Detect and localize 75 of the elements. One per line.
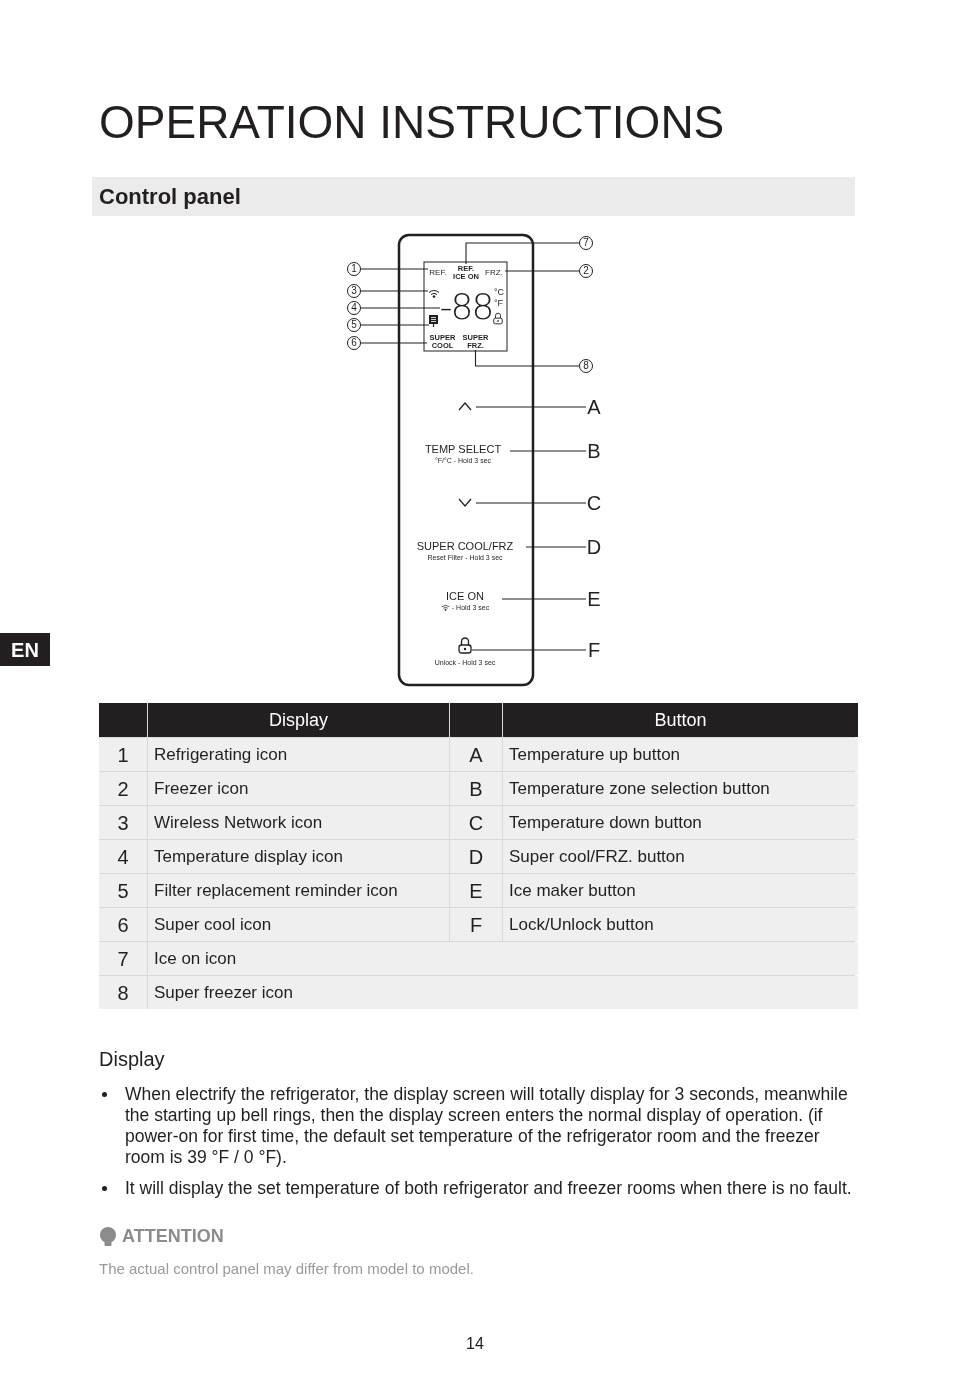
- callout-letter: B: [586, 441, 602, 461]
- callout-number: 8: [579, 359, 593, 373]
- display-label: °C: [494, 287, 505, 297]
- button-letter: E: [450, 874, 502, 907]
- callout-letter: D: [586, 537, 602, 557]
- item-description: Wireless Network icon: [148, 806, 449, 839]
- button-label: TEMP SELECT: [424, 443, 502, 456]
- item-description: Temperature up button: [503, 738, 858, 771]
- leader-line: [360, 307, 441, 309]
- row-number: 2: [99, 772, 147, 805]
- callout-number: 6: [347, 336, 361, 350]
- display-label: REF.: [428, 267, 448, 279]
- callout-number: 3: [347, 284, 361, 298]
- leader-line: [525, 546, 587, 548]
- leader-line: [360, 290, 429, 292]
- leader-line: [360, 324, 430, 326]
- item-description: Temperature display icon: [148, 840, 449, 873]
- row-number: 1: [99, 738, 147, 771]
- attention-heading: ATTENTION: [122, 1225, 224, 1248]
- display-label: FRZ.: [483, 267, 505, 279]
- button-letter: F: [450, 908, 502, 941]
- table-header-cell: Button: [503, 703, 858, 737]
- item-description: Refrigerating icon: [148, 738, 449, 771]
- note-text: The actual control panel may differ from model to model.: [99, 1259, 475, 1279]
- callout-number: 1: [347, 262, 361, 276]
- callout-number: 4: [347, 301, 361, 315]
- temperature-digits: -88: [440, 286, 492, 328]
- leader-line: [475, 406, 587, 408]
- callout-letter: C: [586, 493, 602, 513]
- callout-number: 2: [579, 264, 593, 278]
- bullet-text: It will display the set temperature of both refrigerator and freezer rooms when there is no fault.: [125, 1178, 852, 1199]
- callout-letter: E: [586, 589, 602, 609]
- leader-line: [474, 349, 580, 367]
- language-tab: EN: [0, 633, 50, 666]
- page-title: OPERATION INSTRUCTIONS: [99, 95, 725, 150]
- row-number: 8: [99, 976, 147, 1009]
- row-number: 5: [99, 874, 147, 907]
- table-header-cell: Display: [148, 703, 449, 737]
- row-number: 6: [99, 908, 147, 941]
- item-description: Ice maker button: [503, 874, 858, 907]
- row-number: 3: [99, 806, 147, 839]
- leader-line: [471, 649, 587, 651]
- button-letter: C: [450, 806, 502, 839]
- item-description: Lock/Unlock button: [503, 908, 858, 941]
- leader-line: [360, 268, 429, 270]
- leader-line: [475, 502, 587, 504]
- button-letter: D: [450, 840, 502, 873]
- row-number: 7: [99, 942, 147, 975]
- leader-line: [509, 450, 587, 452]
- page-number: 14: [466, 1334, 484, 1354]
- button-letter: B: [450, 772, 502, 805]
- section-heading: Control panel: [99, 183, 241, 211]
- callout-number: 5: [347, 318, 361, 332]
- leader-line: [504, 270, 580, 272]
- item-description: Super freezer icon: [148, 976, 858, 1009]
- item-description: Super cool/FRZ. button: [503, 840, 858, 873]
- leader-line: [360, 342, 428, 344]
- button-letter: A: [450, 738, 502, 771]
- item-description: Filter replacement reminder icon: [148, 874, 449, 907]
- display-label: °F: [494, 298, 504, 308]
- leader-line: [501, 598, 587, 600]
- callout-letter: A: [586, 397, 602, 417]
- item-description: Temperature down button: [503, 806, 858, 839]
- item-description: Temperature zone selection button: [503, 772, 858, 805]
- item-description: Ice on icon: [148, 942, 858, 975]
- row-number: 4: [99, 840, 147, 873]
- leader-line: [465, 242, 580, 265]
- button-label: SUPER COOL/FRZ: [416, 540, 514, 553]
- item-description: Super cool icon: [148, 908, 449, 941]
- item-description: Freezer icon: [148, 772, 449, 805]
- callout-number: 7: [579, 236, 593, 250]
- button-label: ICE ON: [446, 590, 484, 603]
- bullet-text: When electrify the refrigerator, the display screen will totally display for 3 seconds, meanwhile the starting up bell rings, then the display screen enters the normal display of operation. (if power-on for first time, the default set temperature of the refrigerator room and the freezer room is 39 °F / 0 °F).: [125, 1084, 849, 1168]
- callout-letter: F: [586, 640, 602, 660]
- subheading: Display: [99, 1047, 166, 1072]
